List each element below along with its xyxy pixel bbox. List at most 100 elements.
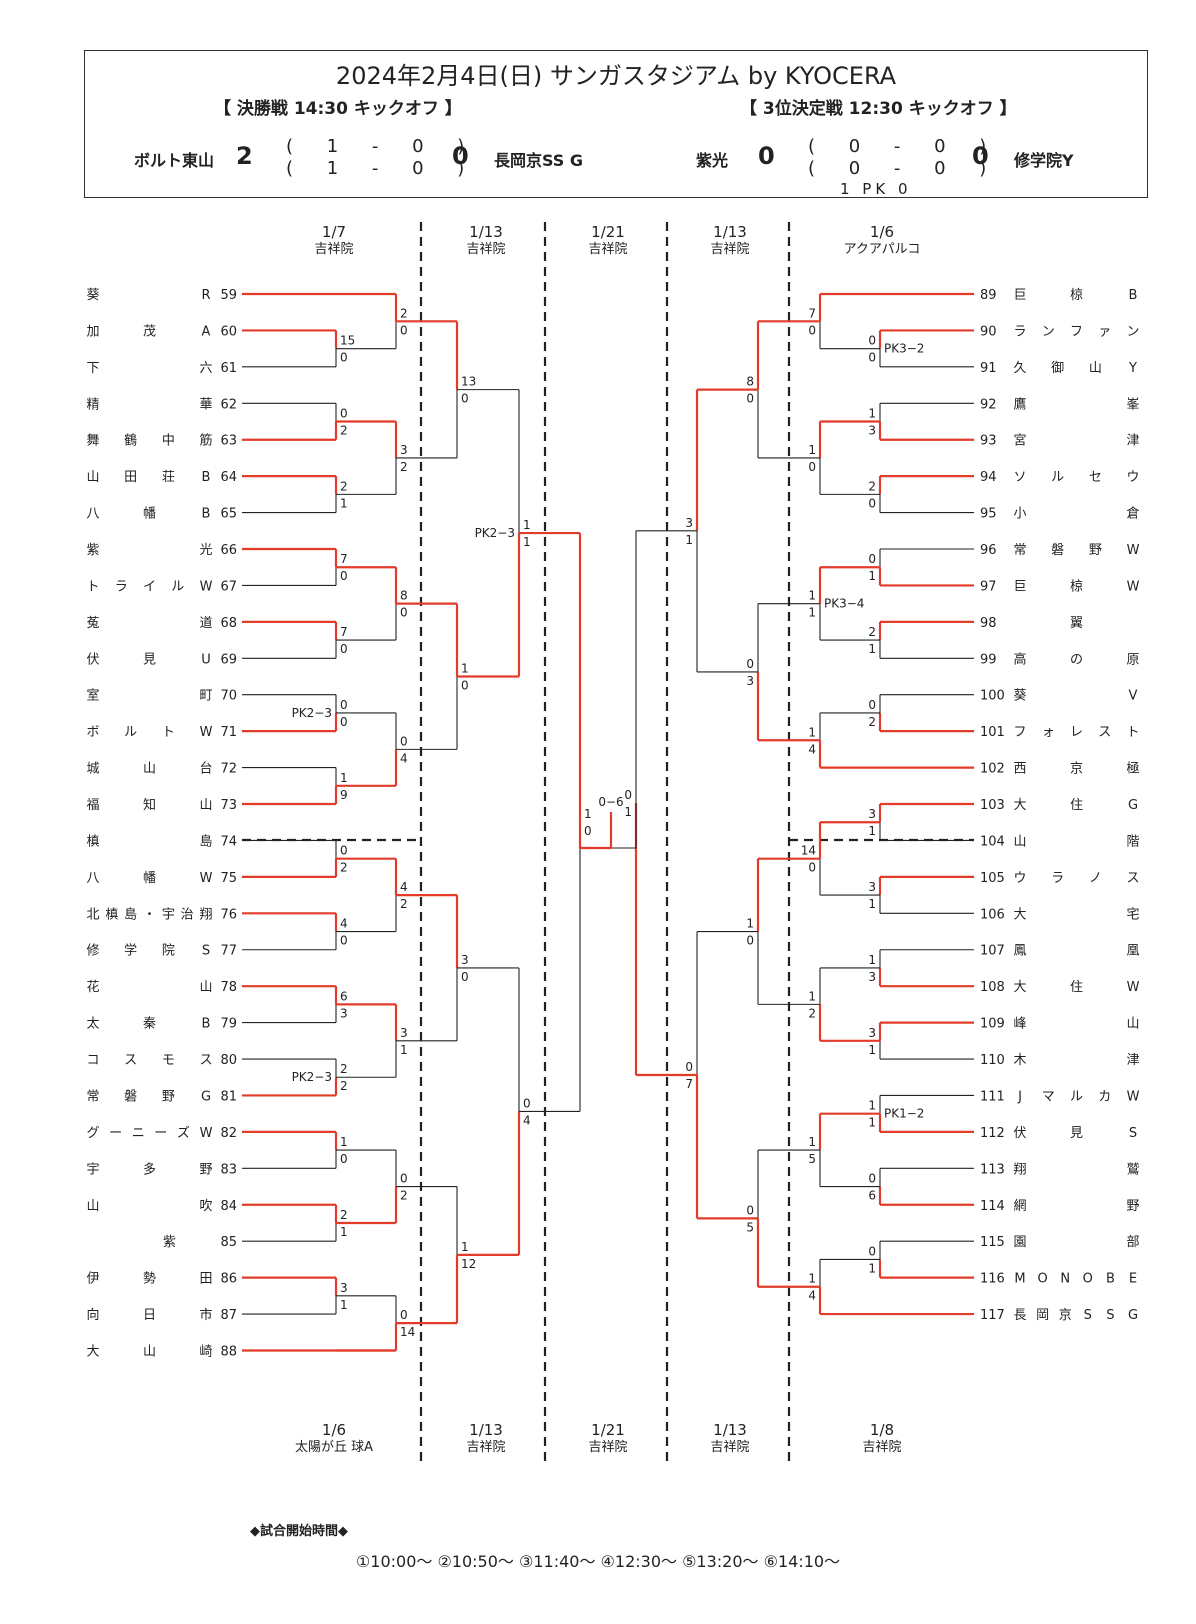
team-name-char: 巨	[1013, 288, 1026, 303]
match-score: 0	[808, 861, 816, 875]
team-name-char: 学	[124, 943, 137, 959]
match-score: 1	[340, 1135, 348, 1149]
team-name-char: 小	[1013, 507, 1026, 522]
team-name-char: B	[202, 507, 211, 522]
match-score: 1	[400, 1043, 408, 1057]
team-name-char: 修	[86, 944, 99, 959]
match-score: 3	[340, 1006, 348, 1020]
match-score: 4	[400, 880, 408, 894]
match-score: 2	[808, 1006, 816, 1020]
match-score: 4	[808, 742, 816, 756]
match-score: 0	[340, 715, 348, 729]
team-name-char: R	[201, 288, 210, 303]
match-score: 1	[808, 1272, 816, 1286]
team-name-char: グ	[86, 1126, 99, 1141]
team-name-char: ト	[86, 579, 99, 594]
team-name-char: 市	[199, 1307, 212, 1323]
match-score: 2	[400, 306, 408, 320]
final-home: ボルト東山	[134, 151, 215, 170]
team-name-char: 北	[86, 907, 99, 922]
team-name-char: 崎	[199, 1344, 212, 1359]
team-name-char: 岡	[1036, 1308, 1049, 1323]
match-score: 4	[400, 751, 408, 765]
match-score: 6	[340, 989, 348, 1003]
team-number: 83	[220, 1162, 237, 1177]
team-name-char: M	[1014, 1272, 1025, 1287]
team-number: 115	[980, 1235, 1005, 1250]
team-number: 73	[220, 798, 237, 813]
team-number: 92	[980, 397, 997, 412]
team-name-char: カ	[1098, 1089, 1111, 1104]
team-name-char: 宇	[162, 907, 175, 922]
team-name-char: 階	[1126, 834, 1139, 849]
team-name-char: 太	[86, 1017, 99, 1032]
team-number: 94	[980, 470, 997, 485]
team-name-char: E	[1129, 1272, 1137, 1287]
team-number: 80	[220, 1053, 237, 1068]
team-name-char: 椋	[1070, 288, 1083, 303]
match-score: 5	[808, 1152, 816, 1166]
team-name-char: ラ	[1051, 871, 1064, 886]
team-name-char: B	[1106, 1272, 1115, 1287]
team-name-char: フ	[1013, 725, 1026, 740]
team-number: 116	[980, 1272, 1005, 1287]
team-number: 76	[220, 907, 237, 922]
team-number: 77	[220, 944, 237, 959]
match-score: 3	[400, 443, 408, 457]
team-number: 101	[980, 725, 1005, 740]
pk-label: PK3−4	[824, 597, 864, 611]
team-number: 63	[220, 434, 237, 449]
team-name-char: イ	[143, 579, 156, 594]
team-name-char: 院	[162, 944, 175, 959]
round-date-top: 1/6	[870, 223, 894, 241]
team-name-char: 中	[162, 434, 175, 449]
match-score: 0	[868, 1244, 876, 1258]
team-name-char: 茂	[143, 324, 156, 339]
match-score: 7	[808, 306, 816, 320]
team-name-char: S	[1129, 1126, 1137, 1141]
match-score: 0	[461, 392, 469, 406]
round-venue-bottom: 吉祥院	[588, 1440, 627, 1455]
team-name-char: 槙	[86, 834, 99, 849]
team-name-char: ニ	[132, 1126, 145, 1141]
match-score: 1	[868, 1043, 876, 1057]
team-number: 84	[220, 1199, 237, 1214]
team-name-char: 津	[1126, 434, 1139, 449]
final-half2: ( 1 - 0 )	[286, 158, 479, 179]
team-name-char: 倉	[1126, 507, 1139, 522]
team-name-char: セ	[1089, 470, 1102, 485]
final-label: 【 決勝戦 14:30 キックオフ 】	[214, 99, 462, 119]
team-name-char: 御	[1051, 361, 1064, 376]
team-name-char: B	[202, 470, 211, 485]
team-name-char: 精	[86, 397, 99, 412]
team-name-char: 伊	[86, 1272, 99, 1287]
match-score: 8	[746, 375, 754, 389]
final-score: 0−6	[598, 795, 623, 809]
match-score: 14	[801, 844, 816, 858]
team-name-char: W	[200, 871, 213, 886]
round-date-bottom: 1/8	[870, 1421, 894, 1439]
match-score: 1	[868, 953, 876, 967]
match-score: 2	[868, 625, 876, 639]
match-score: 9	[340, 788, 348, 802]
team-name-char: ・	[143, 907, 156, 922]
team-name-char: モ	[162, 1053, 175, 1068]
team-name-char: 菟	[86, 616, 99, 631]
team-name-char: 長	[1013, 1308, 1026, 1323]
match-score: 0	[624, 788, 632, 802]
match-score: 0	[461, 679, 469, 693]
team-number: 111	[980, 1089, 1005, 1104]
team-number: 112	[980, 1126, 1005, 1141]
team-name-char: 田	[199, 1272, 212, 1287]
match-score: 0	[340, 698, 348, 712]
team-name-char: A	[202, 324, 211, 339]
team-name-char: 葵	[86, 288, 99, 303]
team-name-char: 加	[86, 324, 99, 339]
team-name-char: 常	[1013, 543, 1026, 558]
round-venue-bottom: 太陽が丘 球A	[295, 1440, 373, 1455]
third-pk: 1 PK 0	[840, 180, 912, 198]
team-name-char: 八	[86, 871, 99, 886]
team-number: 68	[220, 616, 237, 631]
round-date-top: 1/21	[591, 223, 625, 241]
